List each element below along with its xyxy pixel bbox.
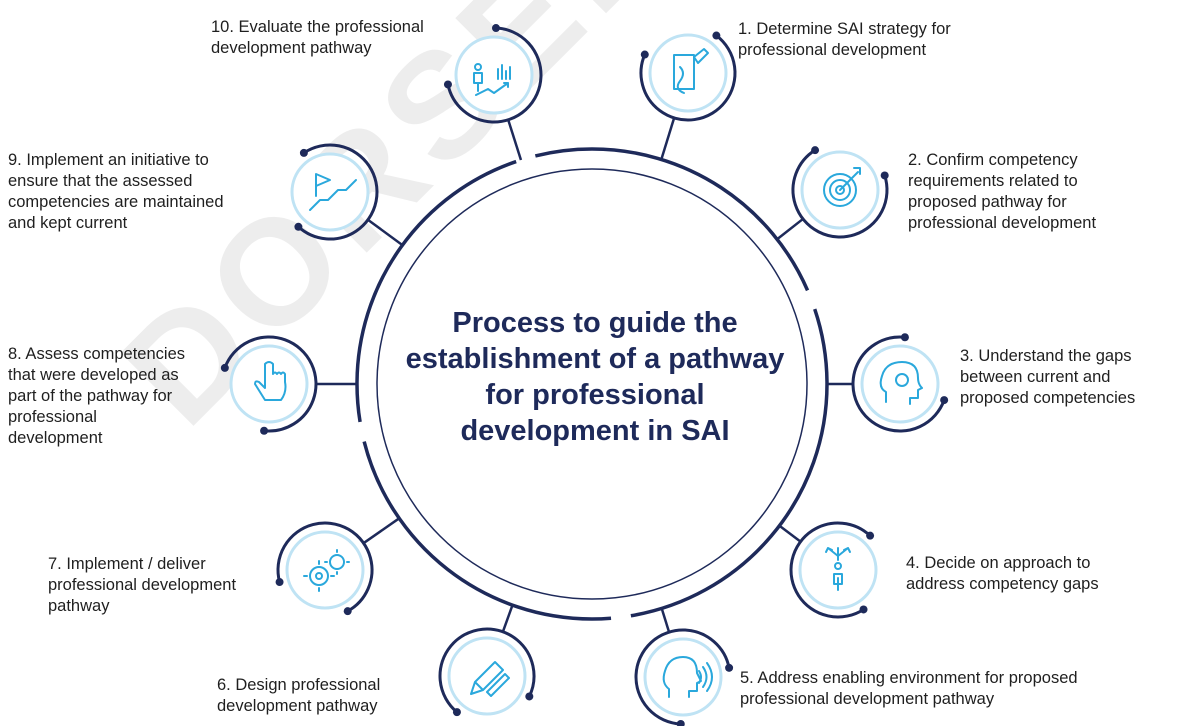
step-6-node — [438, 627, 536, 725]
step-2-arc-dot — [880, 171, 889, 180]
step-nodes — [220, 24, 949, 726]
step-7-arc-dot — [343, 607, 352, 616]
step-10-inner-circle — [454, 35, 534, 115]
step-4-node — [789, 521, 887, 619]
step-5-label: 5. Address enabling environment for prop… — [740, 669, 1078, 708]
step-1-spoke — [660, 118, 676, 160]
step-6-arc-dot — [525, 692, 534, 701]
step-4-label: 4. Decide on approach to address compete… — [906, 554, 1099, 593]
document-pen-icon — [673, 48, 709, 94]
pencil-pen-icon — [470, 661, 510, 697]
stairs-flag-icon — [309, 173, 357, 211]
step-6-label: 6. Design professional development pathw… — [217, 676, 381, 715]
step-5-inner-circle — [643, 637, 723, 717]
target-arrow-icon — [823, 167, 861, 207]
step-3-arc-dot — [940, 396, 949, 405]
hand-pointer-icon — [254, 361, 287, 401]
step-10-arc-dot — [491, 24, 500, 33]
step-3-label: 3. Understand the gaps between current a… — [960, 347, 1136, 407]
step-8-inner-circle — [229, 344, 309, 424]
inner-circle — [376, 168, 808, 600]
step-5-arc-dot — [676, 719, 685, 726]
step-7-spoke — [363, 517, 400, 544]
step-8-label: 8. Assess competencies that were develop… — [8, 345, 186, 447]
step-6-spoke — [502, 604, 514, 632]
step-10-label: 10. Evaluate the professional developmen… — [211, 18, 424, 57]
step-2-node — [791, 141, 889, 239]
step-10-spoke — [507, 120, 523, 161]
gears-icon — [303, 549, 350, 592]
step-8-arc-dot — [260, 426, 269, 435]
spokes — [317, 118, 852, 632]
step-1-node — [639, 24, 737, 122]
step-5-arc-dot — [725, 663, 734, 672]
step-9-arc-dot — [299, 148, 308, 157]
step-7-node — [275, 521, 374, 619]
step-5-node — [634, 628, 734, 726]
step-4-arc-dot — [859, 605, 868, 614]
step-2-spoke — [776, 218, 803, 241]
step-1-arc-dot — [640, 50, 649, 59]
step-8-node — [220, 335, 318, 435]
step-10-node — [443, 24, 543, 124]
speaking-head-icon — [662, 656, 713, 698]
step-9-node — [281, 143, 379, 241]
step-1-inner-circle — [648, 33, 728, 113]
step-6-inner-circle — [447, 636, 527, 716]
step-1-arc-dot — [712, 31, 721, 40]
step-6-arc-dot — [452, 708, 461, 717]
step-1-label: 1. Determine SAI strategy for profession… — [738, 20, 951, 59]
step-7-label: 7. Implement / deliver professional deve… — [48, 555, 237, 615]
step-8-arc-dot — [220, 363, 229, 372]
step-3-arc-dot — [900, 333, 909, 342]
step-4-arc-dot — [866, 531, 875, 540]
step-9-label: 9. Implement an initiative to ensure tha… — [8, 151, 224, 232]
step-10-arc-dot — [443, 80, 452, 89]
step-2-arc-dot — [811, 146, 820, 155]
step-4-spoke — [778, 524, 801, 543]
center-ring — [355, 147, 829, 621]
step-9-arc-dot — [294, 222, 303, 231]
center-title: Process to guide the establishment of a … — [405, 307, 785, 447]
step-5-spoke — [660, 608, 670, 632]
step-3-inner-circle — [860, 344, 940, 424]
step-2-label: 2. Confirm competency requirements relat… — [908, 151, 1097, 232]
step-9-inner-circle — [290, 152, 370, 232]
step-7-arc-dot — [275, 578, 284, 587]
person-crossroads-icon — [825, 547, 851, 591]
step-3-node — [851, 333, 949, 433]
head-gear-icon — [879, 361, 923, 405]
step-9-spoke — [367, 219, 404, 247]
person-growth-chart-icon — [473, 63, 511, 96]
